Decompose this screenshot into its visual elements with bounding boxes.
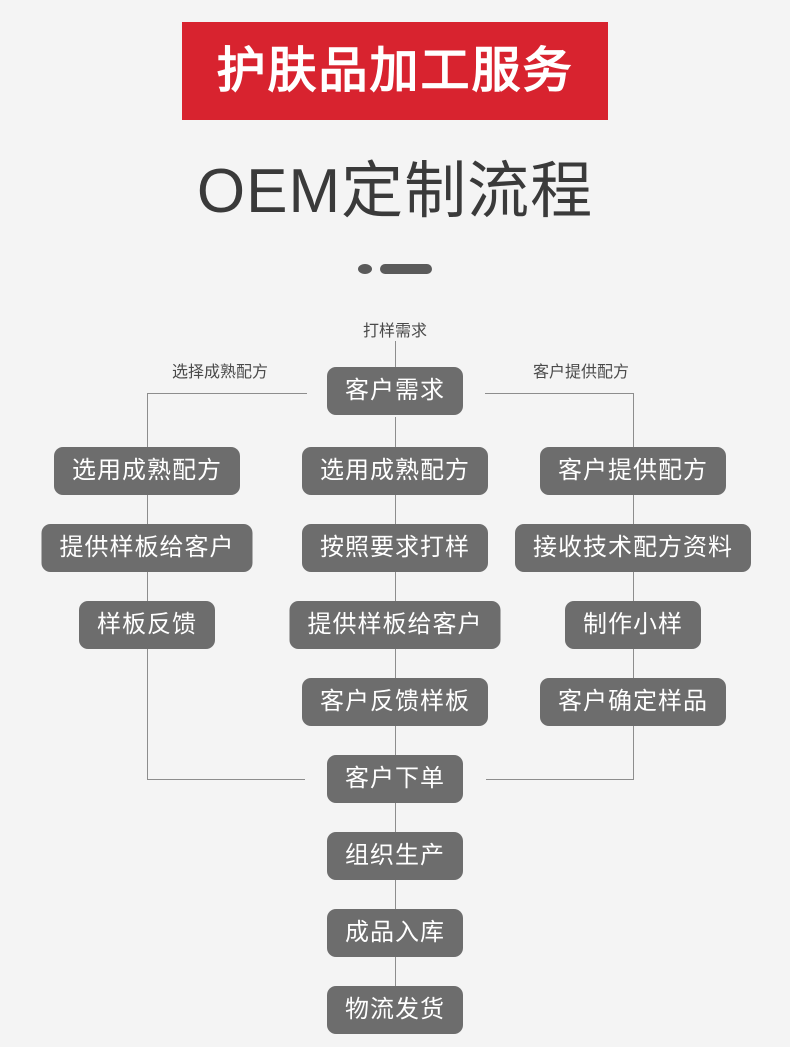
- connector-mid-4-trunk: [395, 726, 396, 755]
- connector-trunk-3-4: [395, 957, 396, 986]
- node-middle-2[interactable]: 按照要求打样: [302, 524, 488, 572]
- node-middle-1[interactable]: 选用成熟配方: [302, 447, 488, 495]
- node-right-2[interactable]: 接收技术配方资料: [515, 524, 751, 572]
- divider-dot-icon: [358, 264, 372, 274]
- node-trunk-3-finished-goods-warehouse[interactable]: 成品入库: [327, 909, 463, 957]
- node-middle-3[interactable]: 提供样板给客户: [289, 601, 501, 649]
- header-banner: 护肤品加工服务: [182, 22, 608, 120]
- connector-right-2-3: [633, 572, 634, 601]
- divider-bar-icon: [380, 264, 432, 274]
- node-left-2[interactable]: 提供样板给客户: [41, 524, 253, 572]
- flow-label-right-branch: 客户提供配方: [533, 364, 630, 381]
- node-trunk-2-organize-production[interactable]: 组织生产: [327, 832, 463, 880]
- node-right-1[interactable]: 客户提供配方: [540, 447, 726, 495]
- connector-left-into-box1: [147, 393, 148, 447]
- connector-left-2-3: [147, 572, 148, 601]
- banner-title: 护肤品加工服务: [216, 43, 574, 98]
- connector-top-stub: [395, 341, 396, 367]
- connector-right-into-box1: [633, 393, 634, 447]
- node-left-1[interactable]: 选用成熟配方: [54, 447, 240, 495]
- connector-root-left: [147, 393, 307, 394]
- connector-trunk-2-3: [395, 880, 396, 909]
- node-root-customer-demand[interactable]: 客户需求: [327, 367, 463, 415]
- node-right-3[interactable]: 制作小样: [565, 601, 701, 649]
- connector-right-1-2: [633, 495, 634, 524]
- flow-label-left-branch: 选择成熟配方: [172, 364, 269, 381]
- connector-right-rail-join: [486, 779, 634, 780]
- connector-left-rail-join: [147, 779, 305, 780]
- node-trunk-4-logistics-shipment[interactable]: 物流发货: [327, 986, 463, 1034]
- connector-left-1-2: [147, 495, 148, 524]
- connector-root-right: [485, 393, 634, 394]
- connector-mid-3-4: [395, 649, 396, 678]
- connector-mid-1-2: [395, 495, 396, 524]
- connector-trunk-1-2: [395, 803, 396, 832]
- connector-right-4-rail: [633, 726, 634, 780]
- title-divider: [0, 262, 790, 276]
- flow-label-sampling-demand: 打样需求: [362, 323, 427, 340]
- node-middle-4[interactable]: 客户反馈样板: [302, 678, 488, 726]
- node-right-4[interactable]: 客户确定样品: [540, 678, 726, 726]
- connector-mid-2-3: [395, 572, 396, 601]
- page-title: OEM定制流程: [196, 157, 594, 226]
- connector-right-3-4: [633, 649, 634, 678]
- node-left-3[interactable]: 样板反馈: [79, 601, 215, 649]
- connector-root-into-mid1: [395, 417, 396, 447]
- node-trunk-1-place-order[interactable]: 客户下单: [327, 755, 463, 803]
